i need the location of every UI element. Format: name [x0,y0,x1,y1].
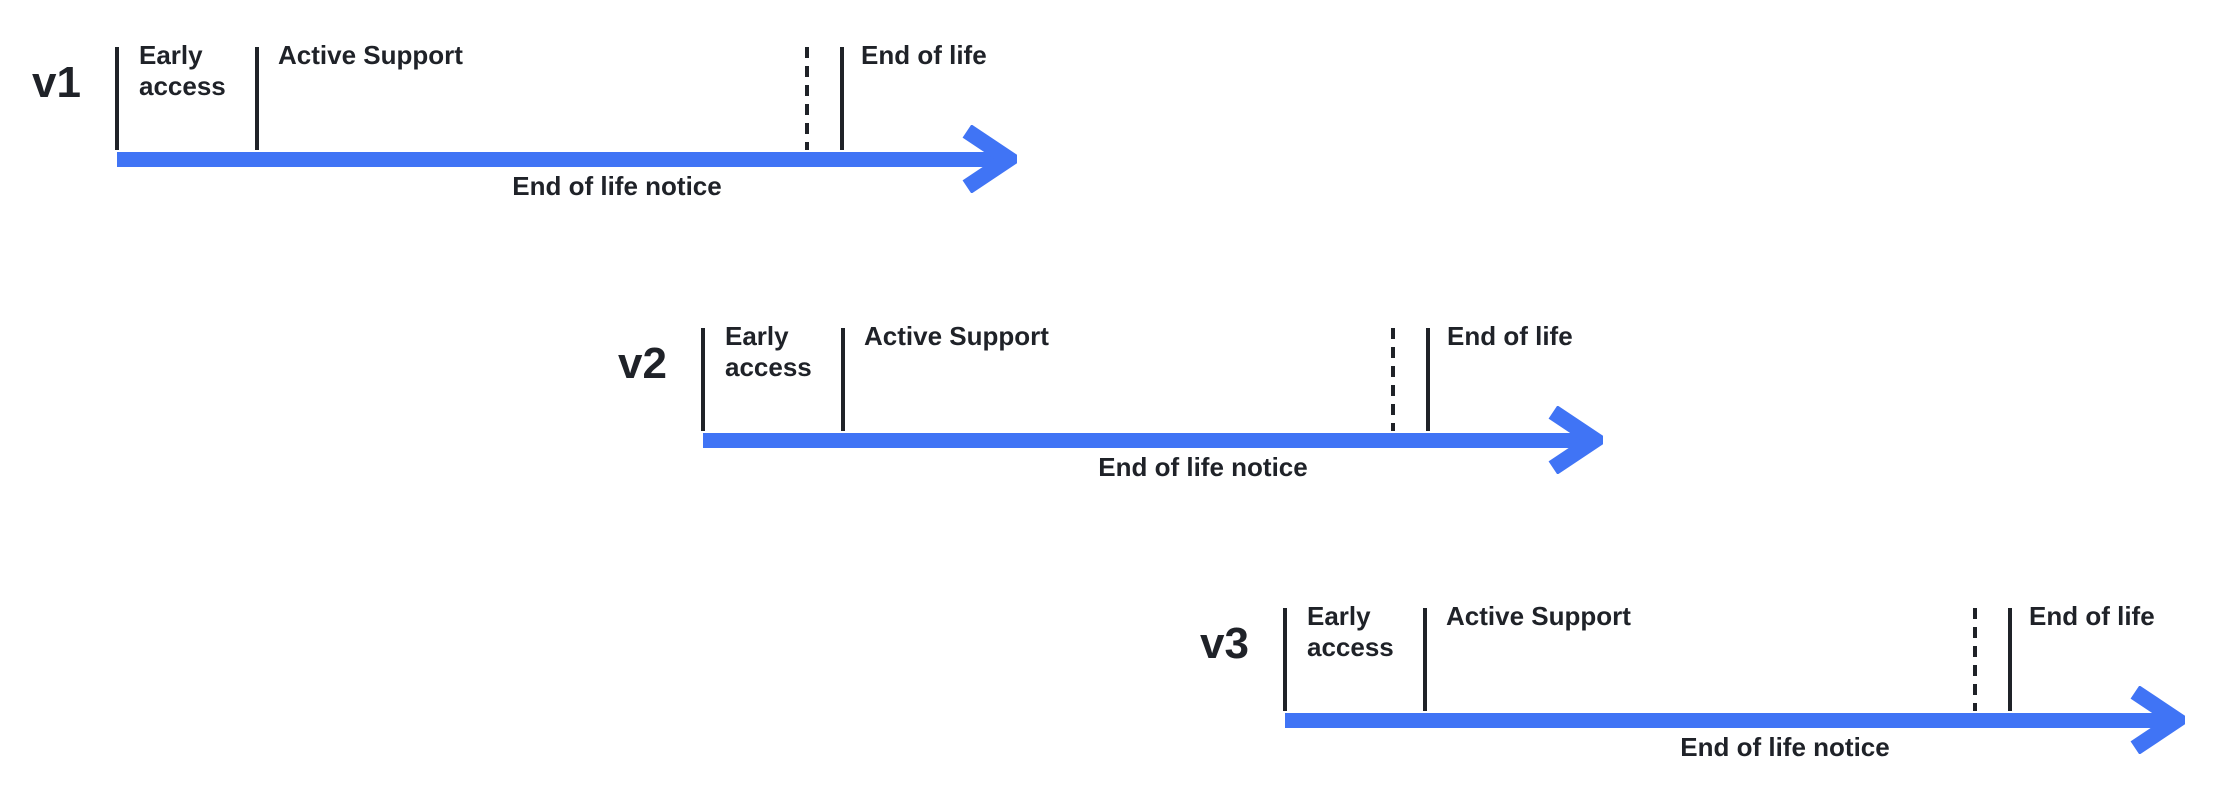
end-of-life-notice-label: End of life notice [512,171,722,201]
end-of-life-notice-label: End of life notice [1098,452,1308,482]
end-of-life-tick [840,47,844,150]
arrow-right-icon [1548,406,1603,474]
end-of-life-notice-label: End of life notice [1680,732,1890,762]
active-support-start-tick [1423,608,1427,711]
timeline-arrow-bar [1285,713,2163,728]
early-access-label: Early access [139,40,226,101]
early-access-start-tick [1283,608,1287,711]
eol-notice-dashed-line [1973,608,1977,711]
active-support-start-tick [255,47,259,150]
timeline-arrow-bar [117,152,995,167]
arrow-right-icon [962,125,1017,193]
version-label: v2 [618,339,667,388]
active-support-start-tick [841,328,845,431]
timeline-arrow-bar [703,433,1581,448]
version-label: v3 [1200,619,1249,668]
active-support-label: Active Support [278,40,463,70]
end-of-life-label: End of life [2029,601,2155,631]
end-of-life-label: End of life [861,40,987,70]
end-of-life-label: End of life [1447,321,1573,351]
early-access-label: Early access [725,321,812,382]
early-access-label: Early access [1307,601,1394,662]
early-access-start-tick [115,47,119,150]
arrow-right-icon [2130,686,2185,754]
eol-notice-dashed-line [1391,328,1395,431]
version-label: v1 [32,58,81,107]
active-support-label: Active Support [864,321,1049,351]
end-of-life-tick [2008,608,2012,711]
eol-notice-dashed-line [805,47,809,150]
active-support-label: Active Support [1446,601,1631,631]
early-access-start-tick [701,328,705,431]
end-of-life-tick [1426,328,1430,431]
